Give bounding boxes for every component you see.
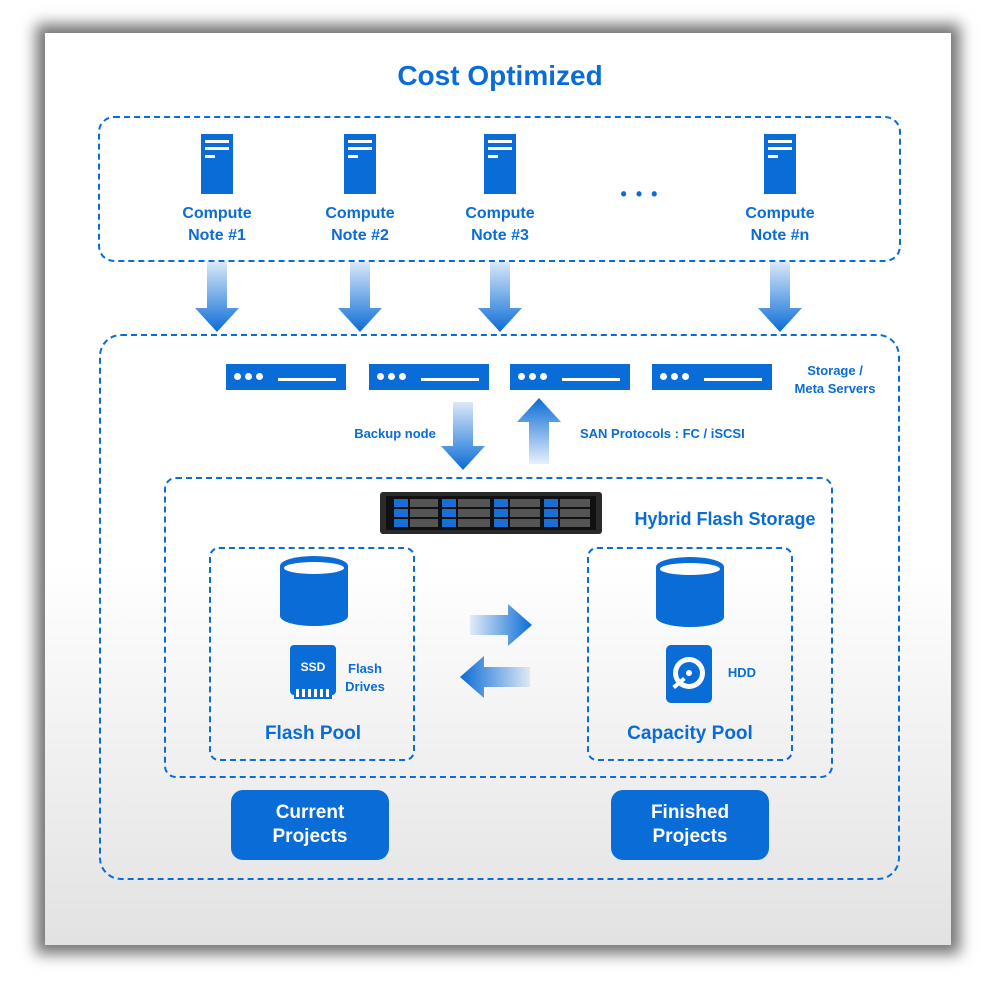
compute-node-line1: Compute <box>465 205 535 222</box>
compute-node-label: Compute Note #2 <box>290 203 430 247</box>
server-tower-icon <box>344 134 376 194</box>
ssd-icon <box>290 645 336 699</box>
storage-servers-line1: Storage / <box>807 363 863 378</box>
database-icon <box>656 557 724 627</box>
hybrid-flash-storage-group <box>164 477 833 778</box>
storage-group <box>99 334 900 880</box>
hdd-icon <box>666 645 712 703</box>
compute-node-line1: Compute <box>745 205 815 222</box>
arrow-up-icon <box>517 398 561 464</box>
compute-nodes-group <box>98 116 901 262</box>
compute-node-label: Compute Note #3 <box>430 203 570 247</box>
flash-pool-group <box>209 547 415 761</box>
server-tower-icon <box>484 134 516 194</box>
flash-pool-title: Flash Pool <box>264 723 362 744</box>
compute-node-line2: Note #1 <box>188 227 246 244</box>
diagram-title: Cost Optimized <box>397 60 603 91</box>
arrow-down-icon <box>441 402 485 470</box>
hdd-label: HDD <box>727 665 757 680</box>
storage-array-icon <box>380 492 602 534</box>
arrow-down-icon <box>478 262 522 332</box>
current-projects-line2: Projects <box>272 826 348 847</box>
server-tower-icon <box>201 134 233 194</box>
backup-node-label: Backup node <box>354 426 436 441</box>
flash-drives-line1: Flash <box>348 661 382 676</box>
finished-projects-button[interactable]: Finished Projects <box>611 790 769 860</box>
ssd-label: SSD <box>300 660 326 674</box>
storage-servers-line2: Meta Servers <box>794 381 876 396</box>
server-tower-icon <box>764 134 796 194</box>
arrow-right-icon <box>470 604 532 646</box>
ellipsis: • • • <box>620 184 660 204</box>
rack-server-icon <box>369 364 489 390</box>
rack-server-icon <box>510 364 630 390</box>
hybrid-flash-storage-label: Hybrid Flash Storage <box>634 509 816 529</box>
rack-server-icon <box>226 364 346 390</box>
rack-server-icon <box>652 364 772 390</box>
arrow-down-icon <box>758 262 802 332</box>
compute-node-label: Compute Note #n <box>710 203 850 247</box>
compute-node-label: Compute Note #1 <box>147 203 287 247</box>
current-projects-button[interactable]: Current Projects <box>231 790 389 860</box>
compute-node-line1: Compute <box>325 205 395 222</box>
current-projects-line1: Current <box>275 802 345 823</box>
compute-node-line2: Note #3 <box>471 227 529 244</box>
capacity-pool-title: Capacity Pool <box>627 723 753 744</box>
capacity-pool-group <box>587 547 793 761</box>
finished-projects-line2: Projects <box>652 826 728 847</box>
compute-node-line2: Note #2 <box>331 227 389 244</box>
arrow-down-icon <box>338 262 382 332</box>
flash-drives-line2: Drives <box>345 679 385 694</box>
compute-node-line2: Note #n <box>750 227 810 244</box>
compute-node-line1: Compute <box>182 205 252 222</box>
flash-drives-label: Flash Drives <box>340 660 390 696</box>
database-icon <box>280 556 348 626</box>
san-protocols-label: SAN Protocols : FC / iSCSI <box>580 426 745 441</box>
arrow-down-icon <box>195 262 239 332</box>
storage-servers-label: Storage / Meta Servers <box>780 362 890 398</box>
arrow-left-icon <box>460 656 530 698</box>
finished-projects-line1: Finished <box>650 802 730 823</box>
